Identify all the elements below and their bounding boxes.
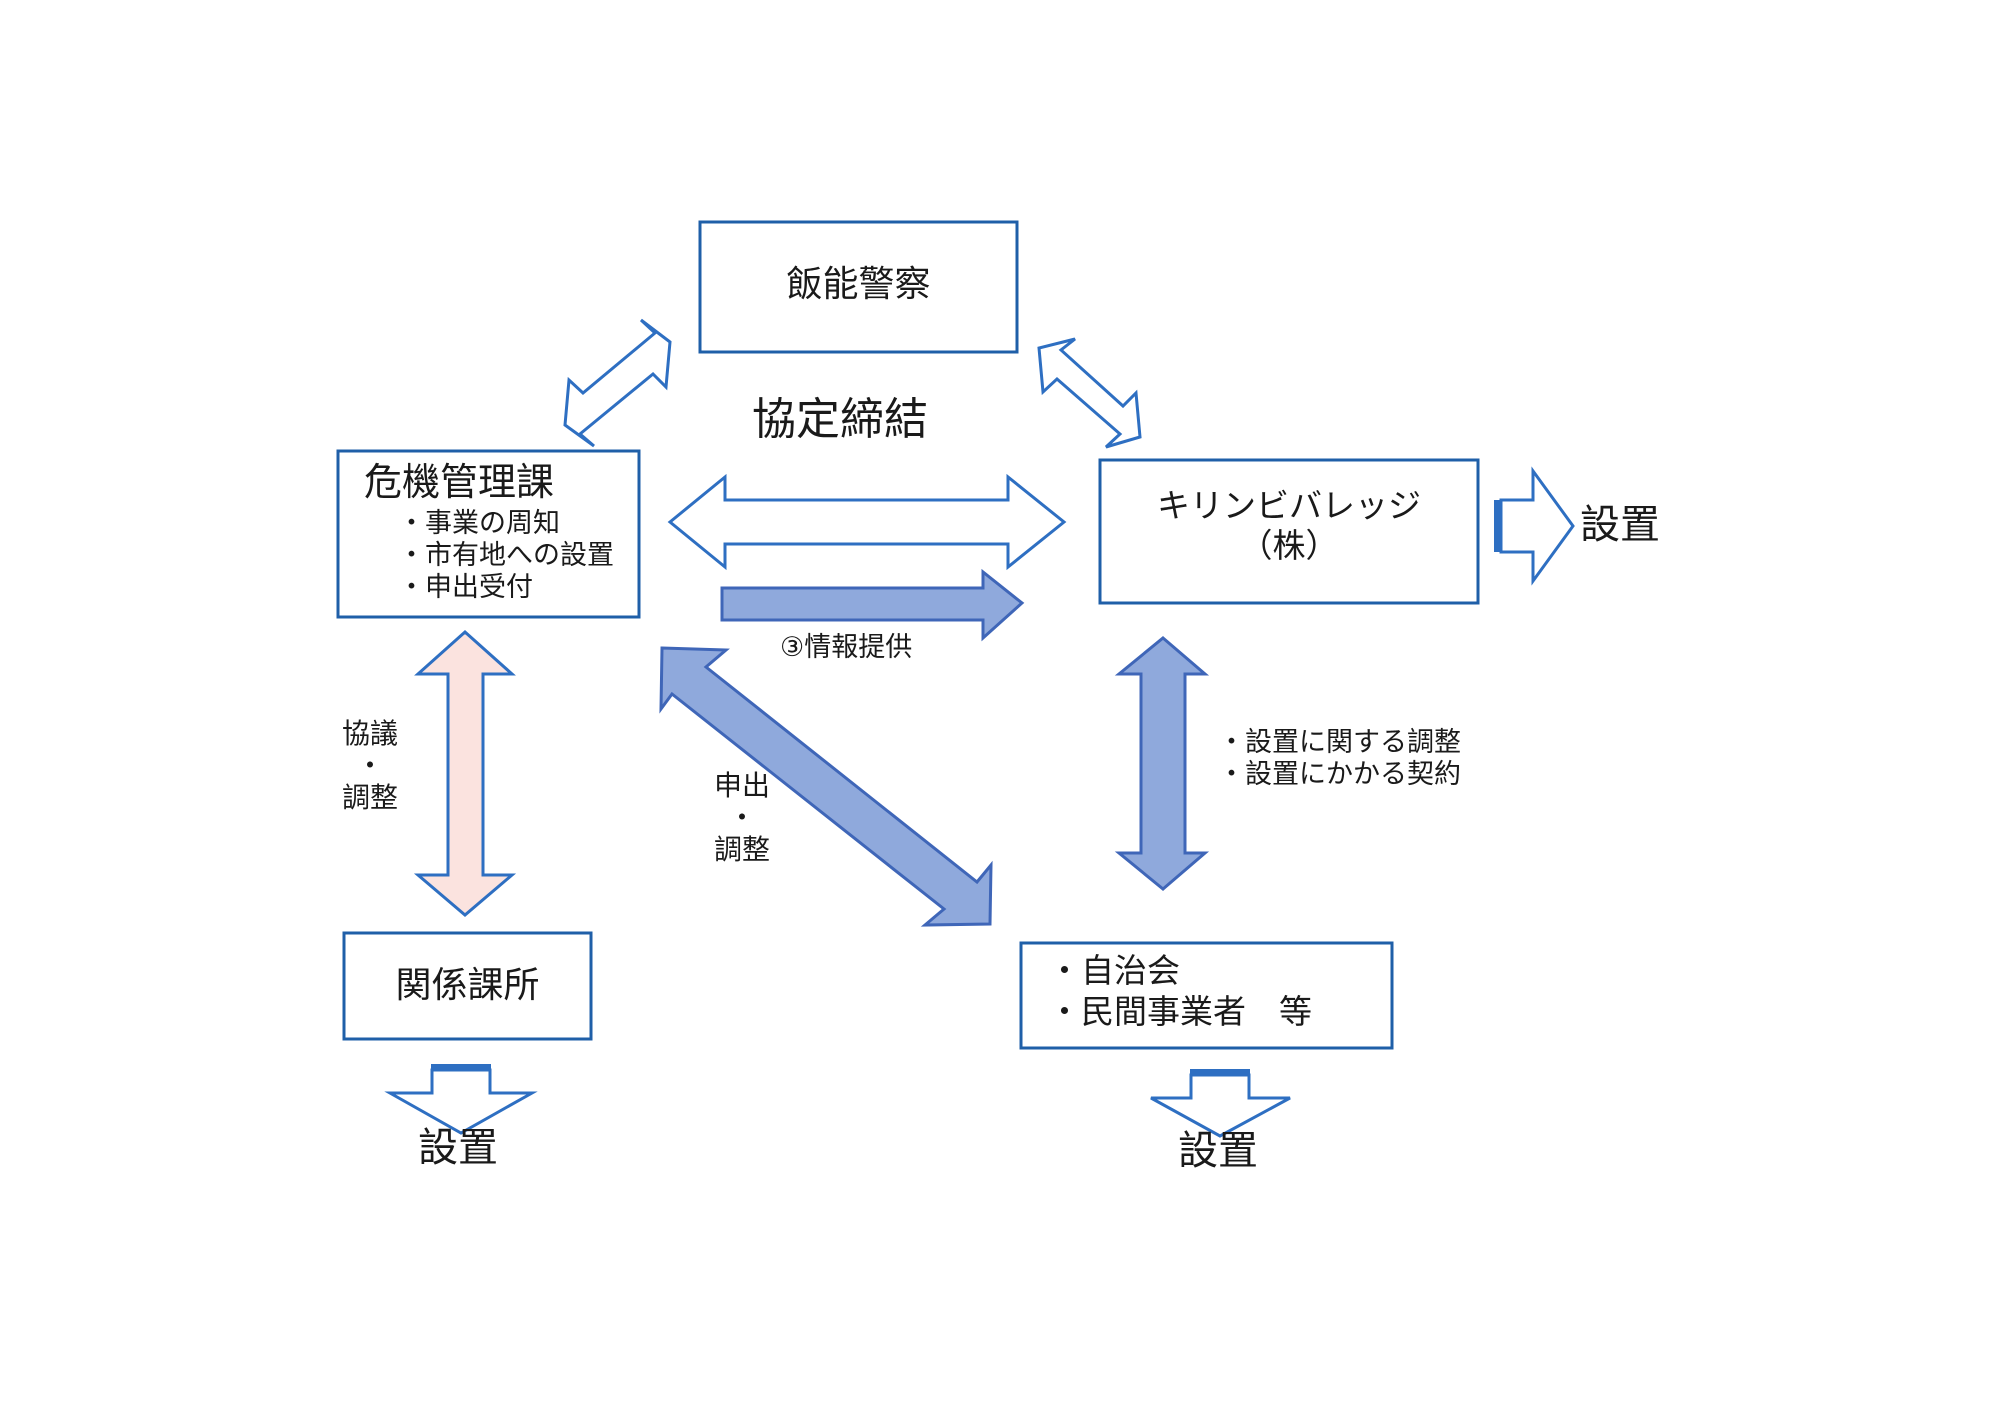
consult-label-line: 協議 bbox=[341, 717, 398, 750]
community-line2: ・民間事業者 等 bbox=[1048, 992, 1312, 1031]
kirin-label-line1: キリンビバレッジ bbox=[1157, 486, 1421, 525]
info-label: ③情報提供 bbox=[780, 632, 913, 663]
kirin-install-label: 設置 bbox=[1580, 502, 1660, 548]
crisis-item: ・申出受付 bbox=[398, 572, 533, 603]
consult-label-line: 調整 bbox=[341, 781, 398, 815]
community-output-arrow bbox=[1150, 1073, 1291, 1138]
kirin-output-bar bbox=[1494, 500, 1501, 552]
police-label: 飯能警察 bbox=[786, 264, 931, 305]
crisis-title: 危機管理課 bbox=[364, 460, 555, 504]
police-box bbox=[698, 220, 1019, 354]
consult-label: 協議 ・ 調整 bbox=[335, 717, 405, 815]
request-arrow bbox=[659, 646, 993, 927]
agreement-label: 協定締結 bbox=[752, 394, 928, 445]
community-install-label: 設置 bbox=[1178, 1128, 1258, 1174]
community-box bbox=[1019, 941, 1394, 1050]
crisis-police-arrow bbox=[563, 318, 672, 448]
kirin-box bbox=[1098, 458, 1480, 605]
crisis-item: ・事業の周知 bbox=[398, 508, 560, 539]
community-line1: ・自治会 bbox=[1048, 951, 1180, 990]
kirin-community-label: ・設置に関する調整 bbox=[1218, 727, 1461, 758]
related-output-bar bbox=[431, 1064, 491, 1070]
kirin-label-line2: （株） bbox=[1239, 526, 1339, 565]
related-install-label: 設置 bbox=[418, 1125, 498, 1171]
request-label: 申出 ・ 調整 bbox=[707, 769, 777, 867]
related-output-arrow bbox=[384, 1068, 538, 1135]
kirin-community-label: ・設置にかかる契約 bbox=[1218, 759, 1461, 790]
community-output-bar bbox=[1190, 1069, 1250, 1075]
related-box bbox=[342, 931, 593, 1041]
request-label-line: 調整 bbox=[713, 833, 770, 867]
consult-label-line: ・ bbox=[355, 749, 384, 783]
crisis-box bbox=[336, 449, 641, 619]
kirin-output-arrow bbox=[1499, 466, 1575, 586]
kirin-community-arrow bbox=[1114, 636, 1210, 891]
crisis-item: ・市有地への設置 bbox=[398, 540, 614, 571]
request-label-line: 申出 bbox=[713, 769, 770, 802]
police-kirin-arrow bbox=[1037, 337, 1142, 449]
request-label-line: ・ bbox=[727, 801, 756, 835]
related-label: 関係課所 bbox=[395, 965, 540, 1006]
info-arrow bbox=[720, 568, 1025, 642]
crisis-kirin-arrow bbox=[667, 473, 1067, 571]
consult-arrow bbox=[413, 629, 517, 917]
